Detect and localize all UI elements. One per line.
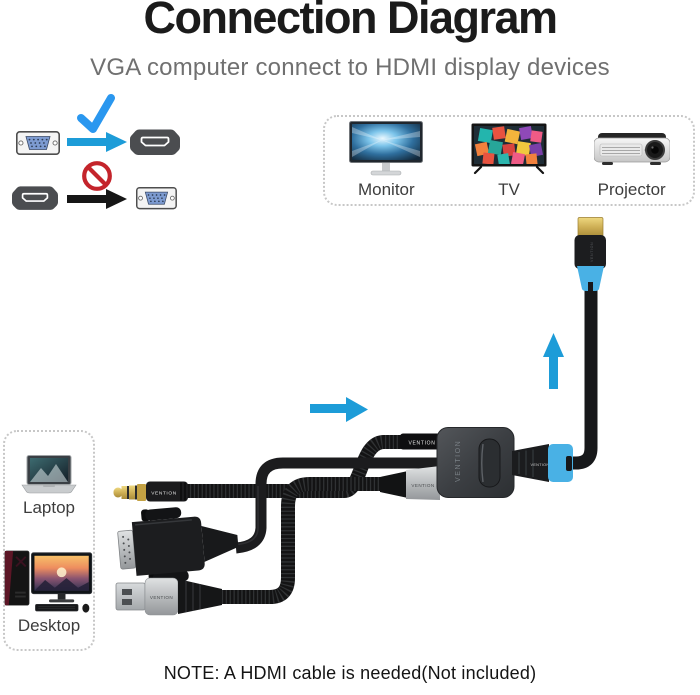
laptop-icon [21,455,77,494]
display-devices-panel: Monitor [323,115,695,206]
blue-arrow-right-icon [67,132,127,152]
product-photo: VENTION VENTION VENTION VENTION VENTION [113,217,606,616]
usb-a-connector: VENTION [115,577,222,616]
prohibited-icon [82,161,112,191]
brand-text: VENTION [531,463,550,467]
display-item-projector: Projector [570,117,693,204]
display-label: Projector [597,180,666,199]
hdmi-cable [568,289,598,470]
hdmi-cable-connector: VENTION [574,217,606,291]
brand-text: VENTION [455,440,462,482]
vga-plug-icon [15,131,61,155]
audio-cable-sleeve: VENTION [400,433,446,450]
blue-arrow-up-icon [543,333,564,389]
brand-text: VENTION [590,242,594,262]
brand-text: VENTION [411,483,434,488]
source-devices-panel: Laptop Desktop [3,430,95,651]
adapter-usb-inlet: VENTION [380,466,440,500]
page-subtitle: VGA computer connect to HDMI display dev… [90,54,610,81]
hdmi-adapter: VENTION [436,427,515,498]
note-text: NOTE: A HDMI cable is needed(Not include… [163,663,537,683]
tv-icon [471,123,547,174]
check-icon [77,94,115,133]
projector-icon [593,132,670,165]
vga-plug-icon [136,187,177,210]
page-title: Connection Diagram [143,0,558,43]
compatibility-diagram [11,94,181,211]
vga-cable [235,457,440,554]
hdmi-plug-icon [11,185,59,211]
compat-row-allowed [15,94,181,156]
desktop-icon [4,550,93,613]
display-item-monitor: Monitor [325,117,448,204]
source-label: Desktop [17,616,81,635]
hdmi-plug-icon [129,128,181,156]
source-label: Laptop [23,498,75,517]
brand-text: VENTION [150,595,173,600]
usb-cable [214,477,386,604]
brand-text: VENTION [151,491,177,497]
hdmi-plug-into-adapter: VENTION [512,444,573,482]
display-label: TV [498,180,520,199]
monitor-icon [349,120,424,175]
brand-text: VENTION [408,441,435,447]
display-label: Monitor [357,180,415,199]
compat-row-blocked [11,161,177,211]
blue-arrow-right-icon [310,397,368,422]
vga-male-connector [117,507,239,585]
display-item-tv: TV [448,117,571,204]
audio-jack-connector: VENTION [113,481,188,502]
black-arrow-right-icon [67,189,127,209]
